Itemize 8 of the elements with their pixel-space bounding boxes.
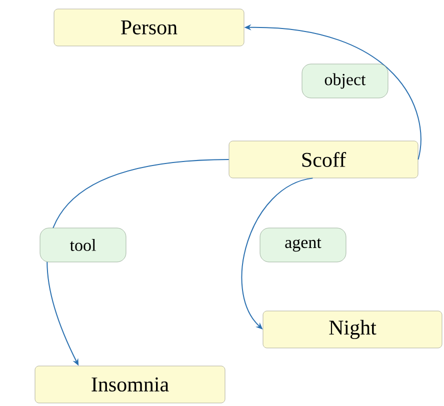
edge-label: tool	[40, 228, 126, 262]
concept-box: Insomnia	[34, 366, 226, 404]
concept-box: Night	[262, 310, 442, 348]
edge-label: object	[302, 64, 388, 98]
edge-label: agent	[260, 228, 346, 262]
concept-box: Person	[54, 8, 244, 46]
arrow	[241, 178, 314, 330]
concept-box: Scoff	[228, 140, 418, 178]
